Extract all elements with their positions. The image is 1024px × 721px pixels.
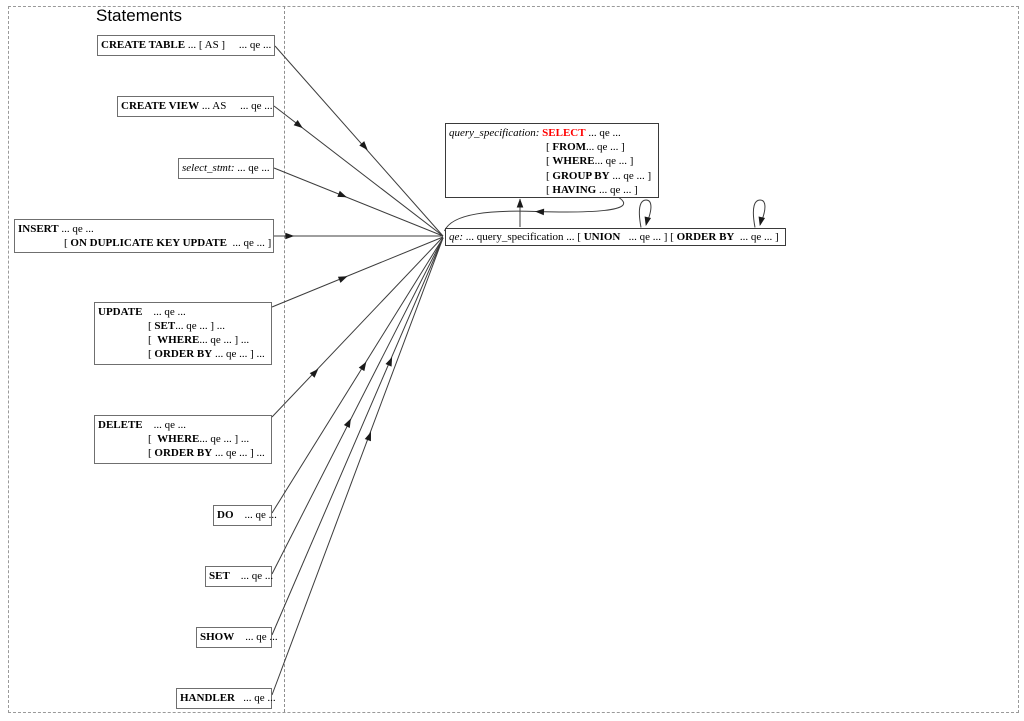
do-statement-box: DO ... qe ... xyxy=(213,505,277,526)
statement-text: [ FROM... qe ... ] xyxy=(546,141,625,154)
show-statement-box: SHOW ... qe ... xyxy=(196,627,278,648)
arrowhead xyxy=(285,232,295,240)
arrowhead xyxy=(364,431,371,442)
statement-text: UPDATE ... qe ... xyxy=(98,306,186,318)
arrowhead xyxy=(359,141,368,151)
statement-text: [ WHERE... qe ... ] ... xyxy=(148,334,250,346)
set-statement-box: SET ... qe ... xyxy=(205,566,274,587)
statement-text: query_specification: SELECT ... qe ... xyxy=(449,127,621,139)
statement-text: SET ... qe ... xyxy=(209,570,274,582)
create-table-statement-box: CREATE TABLE ... [ AS ] ... qe ... xyxy=(97,35,275,56)
statement-text: [ ORDER BY ... qe ... ] ... xyxy=(148,447,265,459)
arrowhead xyxy=(293,120,303,129)
create-view-statement-box: CREATE VIEW ... AS ... qe ... xyxy=(117,96,274,117)
statement-text: select_stmt: ... qe ... xyxy=(182,162,270,174)
statement-text: SHOW ... qe ... xyxy=(200,631,278,643)
edge-qe-union-self-loop xyxy=(638,199,652,228)
statement-text: HANDLER ... qe ... xyxy=(180,692,276,704)
arrowhead xyxy=(358,361,367,372)
statements-panel-divider xyxy=(284,6,285,712)
arrowhead xyxy=(385,357,393,367)
select-keyword: SELECT xyxy=(542,127,586,139)
arrowhead xyxy=(758,216,766,226)
arrowhead xyxy=(644,216,652,226)
edge-show-to-qe xyxy=(271,237,444,636)
edge-qe-to-query-specification xyxy=(516,198,524,227)
edge-handler-to-qe xyxy=(271,237,444,696)
arrowhead xyxy=(535,208,545,216)
qe-box: qe: ... query_specification ... [ UNION … xyxy=(445,228,786,246)
statement-text: INSERT ... qe ... xyxy=(18,223,94,235)
statement-text: qe: ... query_specification ... [ UNION … xyxy=(449,231,779,243)
arrowhead xyxy=(337,276,348,283)
statement-text: [ SET... qe ... ] ... xyxy=(148,320,226,332)
edge-create-table-to-qe xyxy=(274,45,444,237)
edge-select-stmt-to-qe xyxy=(273,167,444,237)
edge-set-to-qe xyxy=(271,237,444,575)
delete-statement-box: DELETE ... qe ... [ WHERE... qe ... ] ..… xyxy=(94,415,272,464)
statement-text: CREATE TABLE ... [ AS ] ... qe ... xyxy=(101,39,272,51)
statement-text: [ GROUP BY ... qe ... ] xyxy=(546,169,652,182)
insert-statement-box: INSERT ... qe ... [ ON DUPLICATE KEY UPD… xyxy=(14,219,274,253)
arrowhead xyxy=(337,190,347,198)
handler-statement-box: HANDLER ... qe ... xyxy=(176,688,276,709)
arrowhead xyxy=(309,368,319,378)
statement-text: [ ORDER BY ... qe ... ] ... xyxy=(148,348,265,360)
edge-update-to-qe xyxy=(271,236,444,308)
statements-panel-title: Statements xyxy=(96,6,182,25)
edge-delete-to-qe xyxy=(271,236,444,418)
statement-text: [ WHERE... qe ... ] ... xyxy=(148,433,250,445)
statement-text: DO ... qe ... xyxy=(217,509,277,521)
statement-text: DELETE ... qe ... xyxy=(98,419,187,431)
edge-query-specification-to-qe-curve xyxy=(444,196,625,232)
edge-create-view-to-qe xyxy=(273,105,444,237)
statement-text: [ ON DUPLICATE KEY UPDATE ... qe ... ] xyxy=(64,237,272,249)
outer-dashed-frame xyxy=(8,6,1019,713)
query-specification-box: query_specification: SELECT ... qe ... [… xyxy=(445,123,659,198)
arrowhead xyxy=(343,418,351,429)
select-stmt-box: select_stmt: ... qe ... xyxy=(178,158,274,179)
edge-qe-orderby-self-loop xyxy=(752,199,766,228)
edge-do-to-qe xyxy=(271,237,444,514)
statement-text: [ HAVING ... qe ... ] xyxy=(546,183,638,196)
arrowhead xyxy=(516,198,524,208)
statement-text: [ WHERE... qe ... ] xyxy=(546,155,634,168)
statement-text: CREATE VIEW ... AS ... qe ... xyxy=(121,100,273,112)
update-statement-box: UPDATE ... qe ... [ SET... qe ... ] ... … xyxy=(94,302,272,365)
edge-insert-to-qe xyxy=(274,232,443,240)
